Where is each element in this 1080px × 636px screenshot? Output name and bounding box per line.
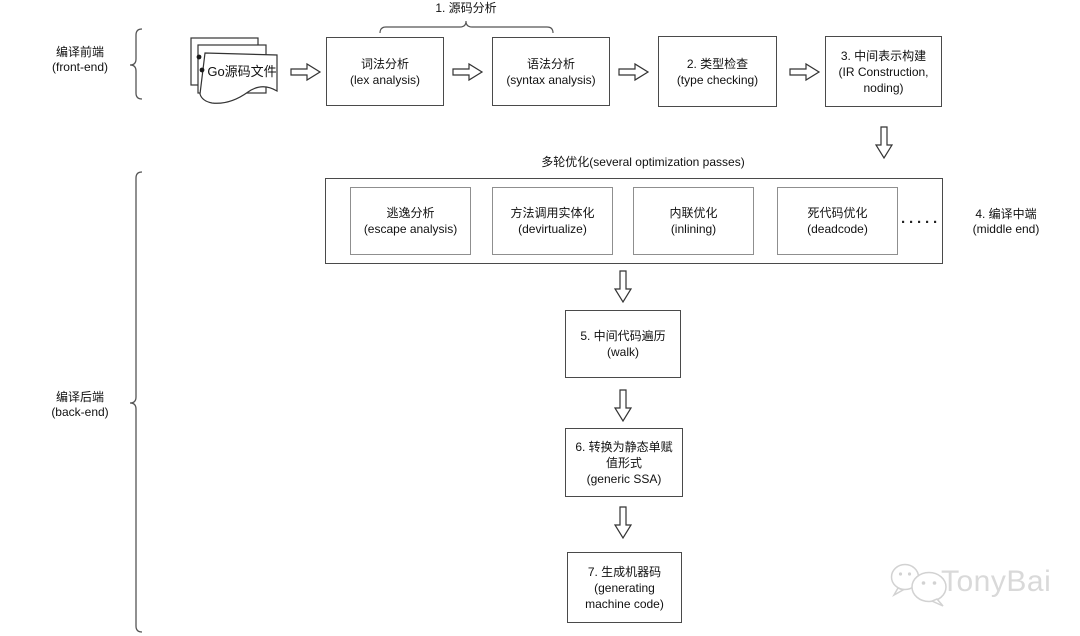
arrow-ir-to-optimizations: [874, 126, 894, 160]
back-end-label: 编译后端 (back-end): [20, 390, 140, 420]
source-analysis-group-label: 1. 源码分析: [435, 1, 497, 15]
front-end-label: 编译前端 (front-end): [20, 45, 140, 75]
box-codegen: 7. 生成机器码 (generating machine code): [567, 552, 682, 623]
box-inlining-zh: 内联优化: [669, 206, 718, 220]
middle-end-label-en: (middle end): [972, 222, 1040, 236]
box-ir-construction: 3. 中间表示构建 (IR Construction, noding): [825, 36, 942, 107]
box-deadcode-en: (deadcode): [807, 222, 868, 236]
arrow-optimizations-to-walk: [613, 270, 633, 304]
box-walk-en: (walk): [607, 345, 639, 359]
box-walk-zh: 5. 中间代码遍历: [580, 329, 666, 343]
arrow-ssa-to-codegen: [613, 506, 633, 540]
box-ir-construction-zh: 3. 中间表示构建: [840, 48, 927, 63]
arrow-syntax-to-typecheck: [618, 62, 650, 82]
box-escape-analysis-en: (escape analysis): [363, 222, 458, 236]
middle-end-label: 4. 编译中端 (middle end): [950, 207, 1062, 237]
back-end-label-en: (back-end): [51, 405, 109, 419]
box-type-checking-en: (type checking): [676, 72, 759, 87]
front-end-label-zh: 编译前端: [55, 45, 104, 59]
box-codegen-zh: 7. 生成机器码: [587, 564, 662, 579]
box-syntax-analysis: 语法分析 (syntax analysis): [492, 37, 610, 106]
box-escape-analysis: 逃逸分析 (escape analysis): [350, 187, 471, 255]
watermark-tonybai: TonyBai: [941, 565, 1052, 598]
box-ir-construction-en: (IR Construction, noding): [838, 64, 929, 95]
box-inlining-en: (inlining): [670, 222, 717, 236]
box-lex-analysis-zh: 词法分析: [360, 56, 409, 71]
box-syntax-analysis-zh: 语法分析: [526, 56, 575, 71]
box-walk: 5. 中间代码遍历 (walk): [565, 310, 681, 378]
box-escape-analysis-zh: 逃逸分析: [386, 206, 435, 220]
back-end-label-zh: 编译后端: [55, 390, 104, 404]
go-source-files-label: Go源码文件: [207, 64, 277, 79]
arrow-source-to-lex: [290, 62, 322, 82]
box-inlining: 内联优化 (inlining): [633, 187, 754, 255]
box-deadcode: 死代码优化 (deadcode): [777, 187, 898, 255]
box-generic-ssa-zh: 6. 转换为静态单赋值形式: [575, 439, 673, 470]
optimization-passes-title: 多轮优化(several optimization passes): [541, 155, 745, 169]
middle-end-label-zh: 4. 编译中端: [975, 207, 1037, 221]
box-devirtualize-en: (devirtualize): [518, 222, 587, 236]
box-syntax-analysis-en: (syntax analysis): [506, 72, 596, 87]
box-type-checking-zh: 2. 类型检查: [686, 56, 749, 71]
arrow-walk-to-ssa: [613, 389, 633, 423]
box-devirtualize: 方法调用实体化 (devirtualize): [492, 187, 613, 255]
arrow-typecheck-to-ir: [789, 62, 821, 82]
box-deadcode-zh: 死代码优化: [807, 206, 868, 220]
box-lex-analysis-en: (lex analysis): [349, 72, 421, 87]
arrow-lex-to-syntax: [452, 62, 484, 82]
front-end-label-en: (front-end): [51, 60, 109, 74]
source-analysis-over-brace: [379, 20, 554, 34]
box-devirtualize-zh: 方法调用实体化: [510, 206, 595, 220]
box-generic-ssa-en: (generic SSA): [586, 471, 662, 486]
box-codegen-en: (generating machine code): [585, 580, 664, 611]
more-passes-ellipsis: ·····: [901, 214, 941, 231]
wechat-icon: [890, 563, 947, 607]
box-type-checking: 2. 类型检查 (type checking): [658, 36, 777, 107]
box-lex-analysis: 词法分析 (lex analysis): [326, 37, 444, 106]
box-generic-ssa: 6. 转换为静态单赋值形式 (generic SSA): [565, 428, 683, 497]
